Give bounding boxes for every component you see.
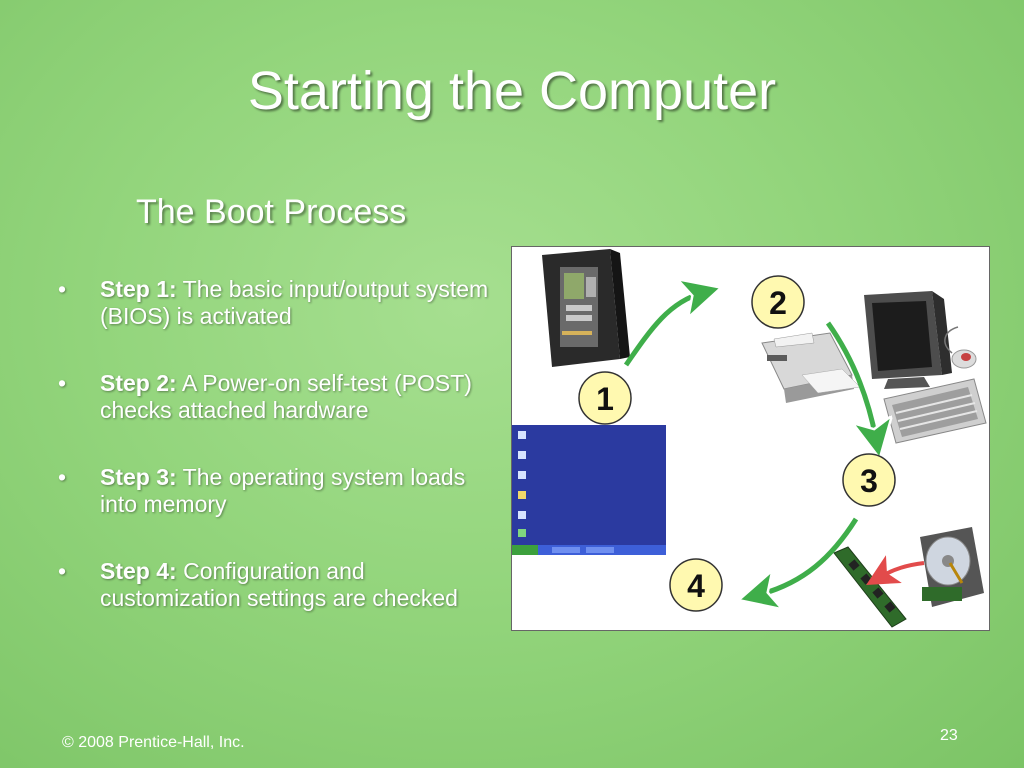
computer-tower-icon [542, 249, 630, 367]
keyboard-icon [883, 378, 987, 444]
boot-process-diagram: 1 2 3 4 [511, 246, 990, 631]
step-number: 2 [769, 285, 787, 321]
bullet-icon: • [58, 558, 67, 584]
list-item: • Step 1: The basic input/output system … [58, 276, 498, 330]
page-number: 23 [940, 727, 958, 744]
red-arrow-icon [866, 555, 925, 585]
list-item: • Step 3: The operating system loads int… [58, 464, 498, 518]
memory-module-icon [833, 546, 907, 628]
step-label: Step 2: [100, 370, 177, 396]
hard-drive-icon [920, 527, 984, 607]
copyright-footer: © 2008 Prentice-Hall, Inc. [62, 734, 245, 751]
step-badge-2: 2 [751, 275, 805, 329]
step-number: 4 [687, 568, 705, 604]
step-text: A Power-on self-test (POST) checks attac… [100, 370, 472, 423]
list-item: • Step 2: A Power-on self-test (POST) ch… [58, 370, 498, 424]
step-label: Step 4: [100, 558, 177, 584]
step-label: Step 1: [100, 276, 177, 302]
arrow-step1-icon [623, 293, 702, 367]
step-badge-3: 3 [842, 453, 896, 507]
step-number: 3 [860, 463, 878, 499]
step-text: The operating system loads into memory [100, 464, 466, 517]
slide-title: Starting the Computer [247, 61, 777, 121]
slide-subtitle: The Boot Process [136, 193, 407, 231]
step-text: The basic input/output system (BIOS) is … [100, 276, 489, 329]
boot-diagram-svg: 1 2 3 4 [512, 249, 987, 628]
list-item: • Step 4: Configuration and customizatio… [58, 558, 498, 612]
bullet-icon: • [58, 464, 67, 490]
step-badge-1: 1 [578, 371, 632, 425]
printer-icon [761, 332, 861, 403]
arrow-step2-icon [825, 321, 876, 439]
steps-list: • Step 1: The basic input/output system … [58, 276, 498, 652]
monitor-icon [864, 291, 952, 389]
step-label: Step 3: [100, 464, 177, 490]
step-number: 1 [596, 381, 614, 417]
mouse-icon [944, 326, 977, 369]
desktop-screen-icon [512, 425, 666, 555]
step-badge-4: 4 [669, 558, 723, 612]
bullet-icon: • [58, 276, 67, 302]
bullet-icon: • [58, 370, 67, 396]
arrow-step3-icon [758, 517, 859, 595]
step-text: Configuration and customization settings… [100, 558, 458, 611]
